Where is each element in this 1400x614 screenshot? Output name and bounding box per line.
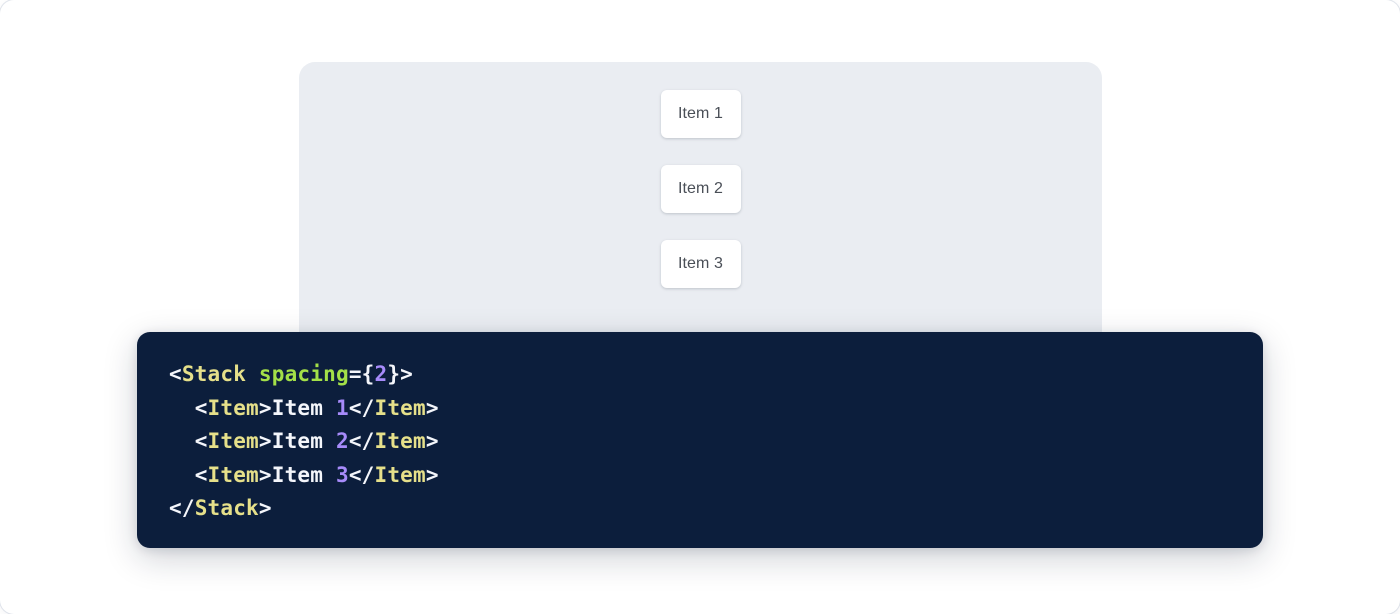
code-token-punct	[246, 362, 259, 386]
code-token-punct: >	[258, 395, 272, 420]
code-token-punct: <	[194, 395, 208, 420]
code-token-tag: Item	[207, 395, 259, 420]
code-token-attr: spacing	[258, 362, 349, 386]
code-token-punct: <	[169, 362, 182, 386]
code-indent	[169, 396, 195, 420]
code-token-tag: Item	[374, 429, 426, 454]
code-line: <Item>Item 2</Item>	[169, 425, 1263, 459]
code-token-punct: >	[425, 462, 439, 487]
code-token-num: 1	[335, 395, 349, 420]
code-token-tag: Item	[207, 462, 259, 487]
code-line: <Stack spacing={2}>	[169, 358, 1263, 392]
code-token-text: Item	[271, 429, 336, 454]
stack-container: Item 1 Item 2 Item 3	[299, 90, 1102, 288]
code-indent	[169, 463, 195, 487]
code-line: <Item>Item 1</Item>	[169, 392, 1263, 426]
code-token-tag: Item	[207, 429, 259, 454]
code-token-tag: Item	[374, 462, 426, 487]
code-snippet-text: <Stack spacing={2}> <Item>Item 1</Item> …	[169, 358, 1263, 526]
code-token-tag: Item	[374, 395, 426, 420]
code-token-text: Item	[271, 395, 336, 420]
code-token-text: Item	[271, 462, 336, 487]
stack-item-label: Item 1	[677, 105, 724, 122]
code-token-num: 2	[374, 362, 388, 386]
code-indent	[169, 429, 195, 453]
code-token-punct: ={	[348, 362, 375, 386]
code-token-punct: }>	[387, 362, 414, 386]
code-token-punct: </	[169, 496, 195, 521]
code-snippet-panel[interactable]: <Stack spacing={2}> <Item>Item 1</Item> …	[137, 332, 1263, 548]
code-token-punct: >	[258, 496, 272, 521]
stack-item[interactable]: Item 2	[660, 165, 741, 213]
code-token-punct: >	[425, 395, 439, 420]
stack-item[interactable]: Item 1	[660, 90, 741, 138]
code-token-punct: <	[194, 429, 208, 454]
code-token-punct: </	[348, 429, 375, 454]
code-token-punct: >	[425, 429, 439, 454]
code-line: <Item>Item 3</Item>	[169, 459, 1263, 493]
stack-item-label: Item 3	[677, 255, 724, 272]
stack-item[interactable]: Item 3	[660, 240, 741, 288]
code-token-punct: </	[348, 395, 375, 420]
code-token-punct: </	[348, 462, 375, 487]
code-token-num: 2	[335, 429, 349, 454]
code-token-punct: <	[194, 462, 208, 487]
code-token-punct: >	[258, 429, 272, 454]
code-token-tag: Stack	[194, 496, 259, 521]
code-token-punct: >	[258, 462, 272, 487]
code-token-num: 3	[335, 462, 349, 487]
code-token-tag: Stack	[181, 362, 247, 386]
code-line: </Stack>	[169, 492, 1263, 526]
stack-item-label: Item 2	[677, 180, 724, 197]
